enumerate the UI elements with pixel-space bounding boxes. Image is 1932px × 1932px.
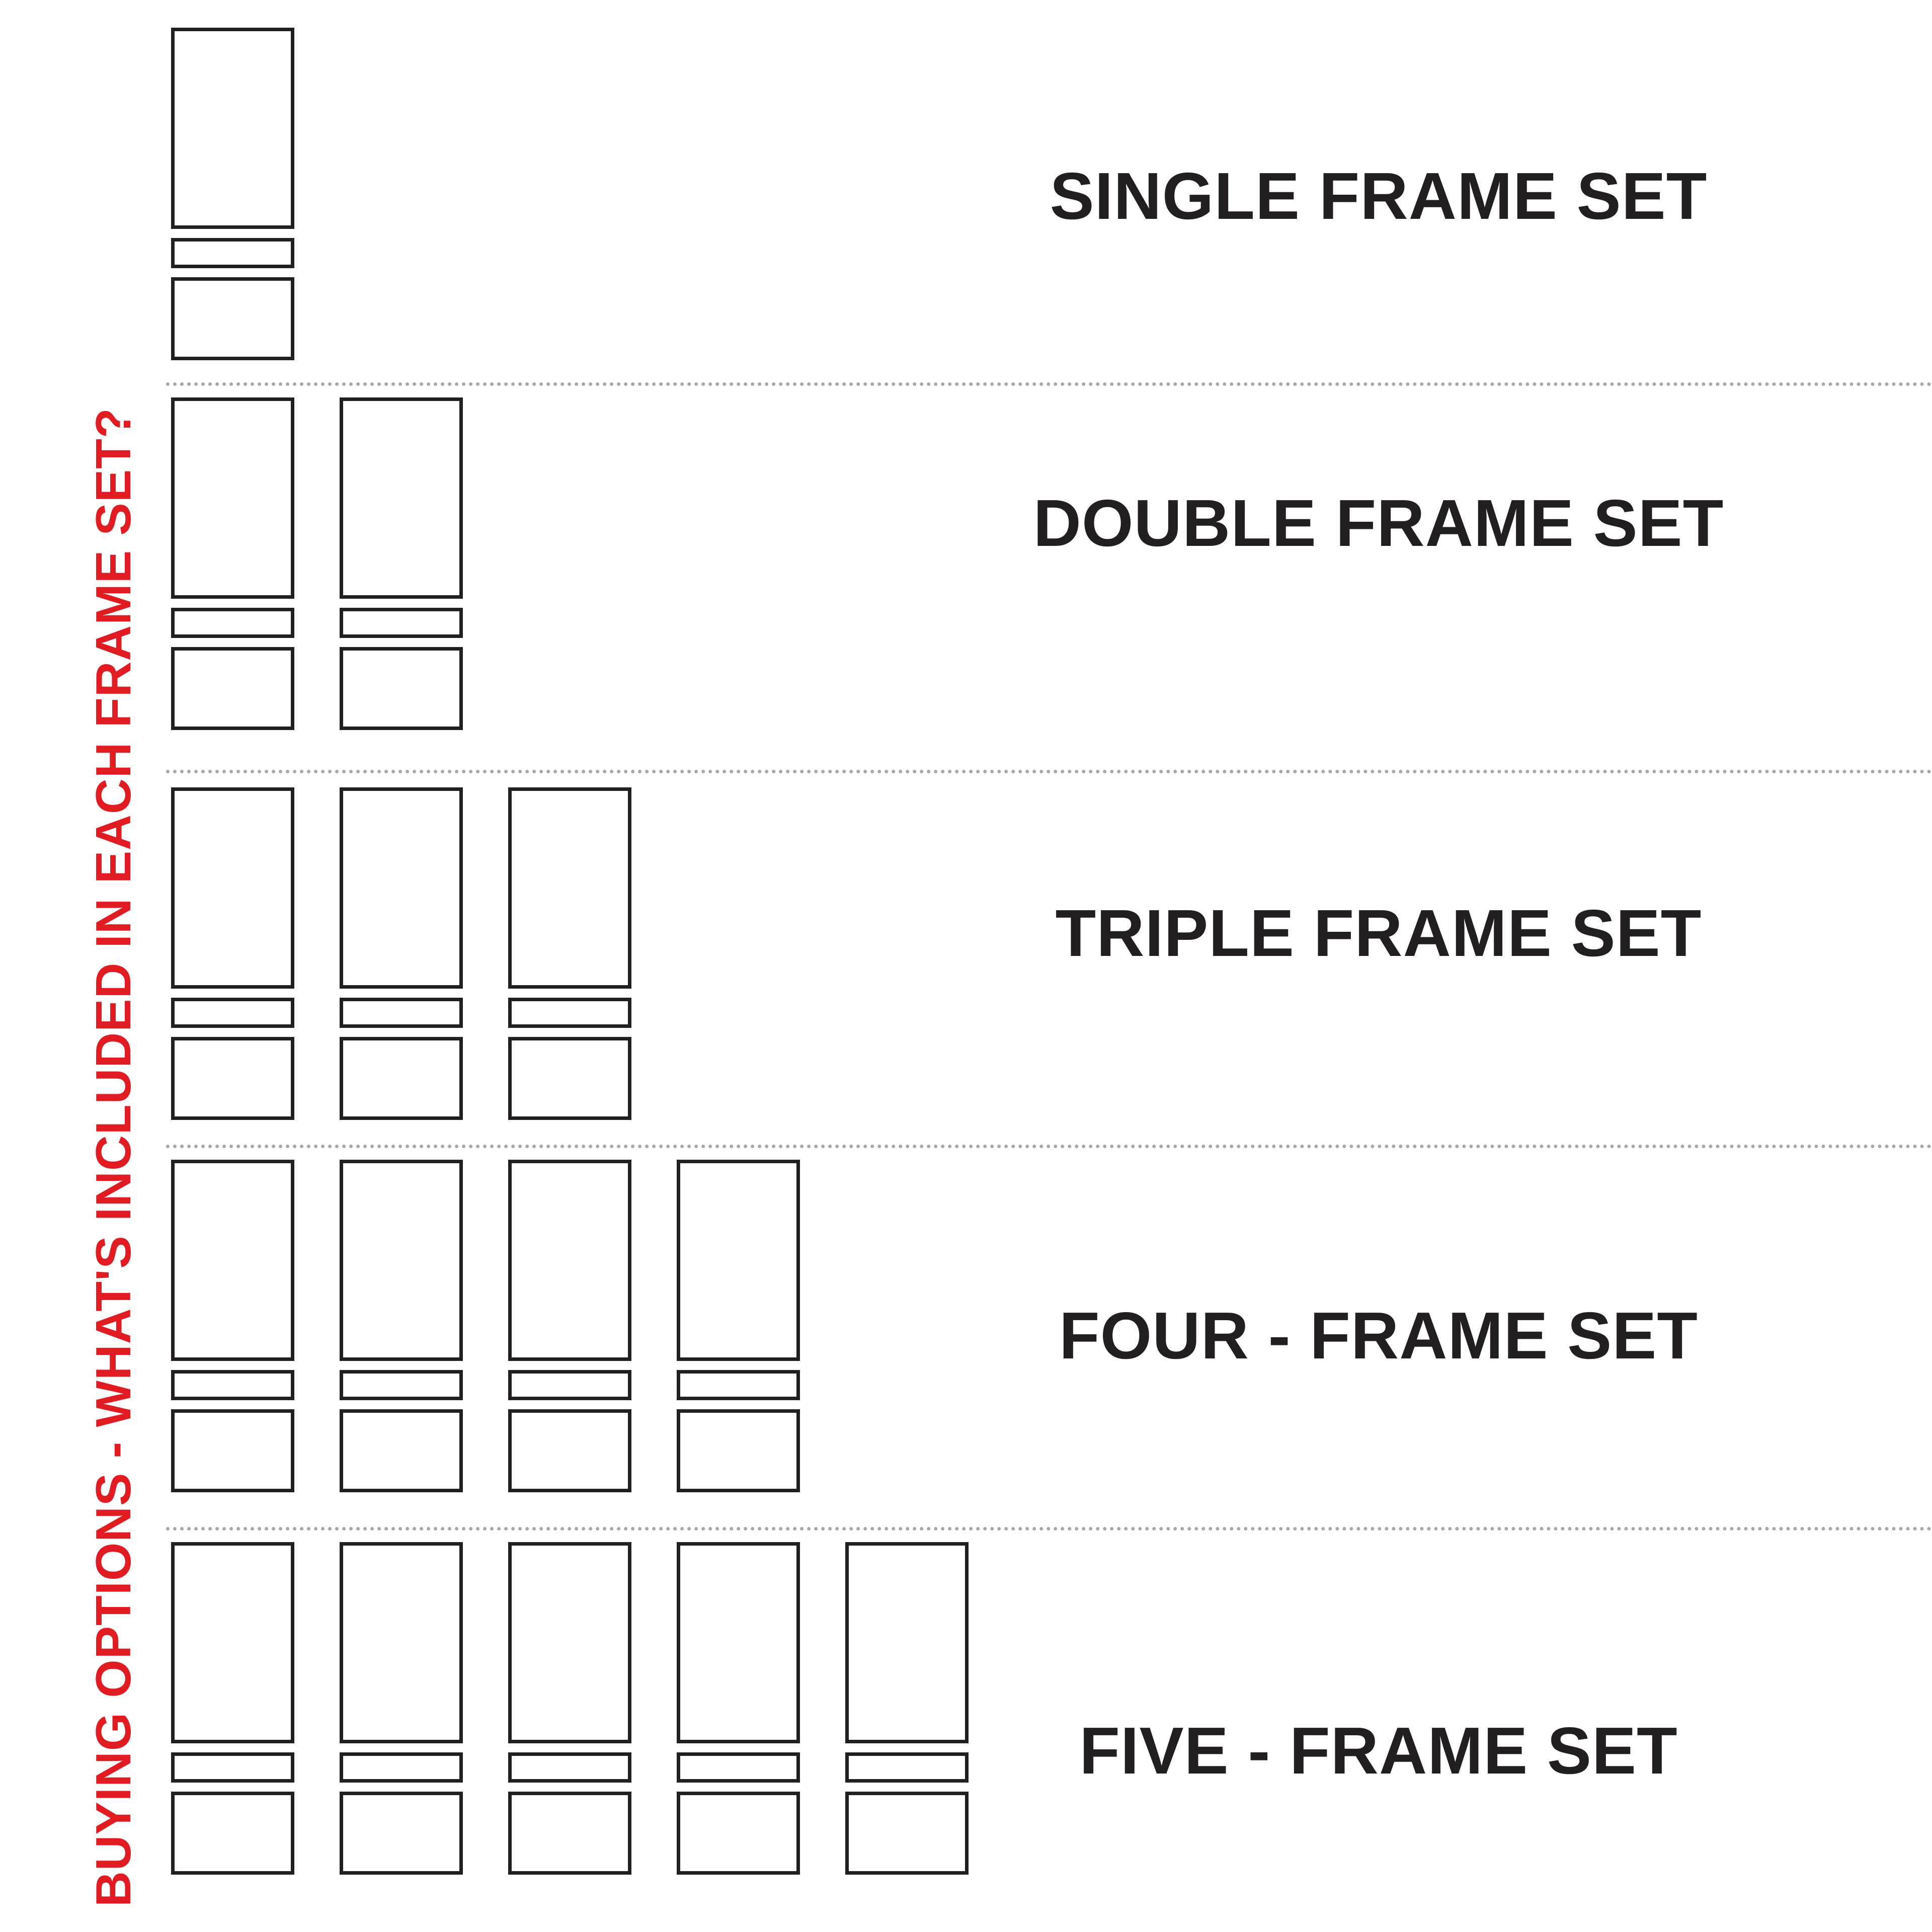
frame-panel-tall (171, 1160, 294, 1361)
frame-panel-tall (508, 1542, 631, 1743)
frame-group-single-1 (171, 28, 294, 360)
frame-panel-tall (340, 1160, 463, 1361)
frame-group-five-3 (508, 1542, 631, 1875)
frame-panel-bar (340, 1752, 463, 1783)
frame-panel-short (508, 1037, 631, 1120)
frame-panel-tall (677, 1160, 800, 1361)
frame-group-triple-2 (340, 787, 463, 1120)
row-divider (166, 1527, 1932, 1531)
frame-group-five-2 (340, 1542, 463, 1875)
row-label-triple: TRIPLE FRAME SET (1055, 896, 1702, 970)
frame-panel-bar (340, 1370, 463, 1400)
frame-panel-tall (340, 1542, 463, 1743)
frame-panel-bar (508, 1752, 631, 1783)
frame-panel-tall (171, 1542, 294, 1743)
frame-group-triple-1 (171, 787, 294, 1120)
frame-panel-bar (171, 608, 294, 638)
frame-panel-bar (340, 998, 463, 1028)
frame-panel-bar (677, 1370, 800, 1400)
frame-panel-short (340, 1409, 463, 1492)
frame-group-four-1 (171, 1160, 294, 1492)
frame-panel-short (171, 1792, 294, 1875)
frame-panel-bar (171, 1370, 294, 1400)
row-divider (166, 382, 1932, 386)
frame-panel-tall (340, 787, 463, 989)
frame-panel-short (340, 1037, 463, 1120)
frame-panel-tall (171, 28, 294, 229)
row-label-single: SINGLE FRAME SET (1050, 159, 1708, 233)
frame-group-four-4 (677, 1160, 800, 1492)
frame-panel-tall (340, 397, 463, 599)
frame-panel-bar (171, 998, 294, 1028)
frame-panel-short (677, 1792, 800, 1875)
frame-panel-short (171, 1037, 294, 1120)
row-label-double: DOUBLE FRAME SET (1033, 486, 1724, 560)
frame-panel-tall (171, 397, 294, 599)
frame-panel-bar (845, 1752, 969, 1783)
frame-group-double-1 (171, 397, 294, 730)
frame-panel-short (340, 647, 463, 730)
frame-panel-short (508, 1792, 631, 1875)
frame-panel-tall (845, 1542, 969, 1743)
frame-panel-tall (677, 1542, 800, 1743)
row-divider (166, 1145, 1932, 1148)
row-label-four: FOUR - FRAME SET (1059, 1299, 1698, 1373)
frame-panel-tall (508, 1160, 631, 1361)
frame-panel-bar (508, 1370, 631, 1400)
frame-panel-bar (677, 1752, 800, 1783)
frame-panel-short (171, 1409, 294, 1492)
frame-panel-bar (171, 238, 294, 268)
frame-panel-short (171, 647, 294, 730)
frame-panel-short (677, 1409, 800, 1492)
frame-panel-short (845, 1792, 969, 1875)
frame-panel-bar (340, 608, 463, 638)
row-label-five: FIVE - FRAME SET (1079, 1714, 1678, 1788)
frame-group-four-2 (340, 1160, 463, 1492)
row-divider (166, 770, 1932, 773)
frame-panel-short (171, 277, 294, 360)
frame-group-four-3 (508, 1160, 631, 1492)
frame-panel-tall (171, 787, 294, 989)
frame-panel-bar (508, 998, 631, 1028)
frame-group-five-4 (677, 1542, 800, 1875)
frame-panel-short (340, 1792, 463, 1875)
frame-panel-tall (508, 787, 631, 989)
frame-group-double-2 (340, 397, 463, 730)
frame-panel-bar (171, 1752, 294, 1783)
frame-group-triple-3 (508, 787, 631, 1120)
frame-panel-short (508, 1409, 631, 1492)
frame-group-five-1 (171, 1542, 294, 1875)
frame-group-five-5 (845, 1542, 969, 1875)
